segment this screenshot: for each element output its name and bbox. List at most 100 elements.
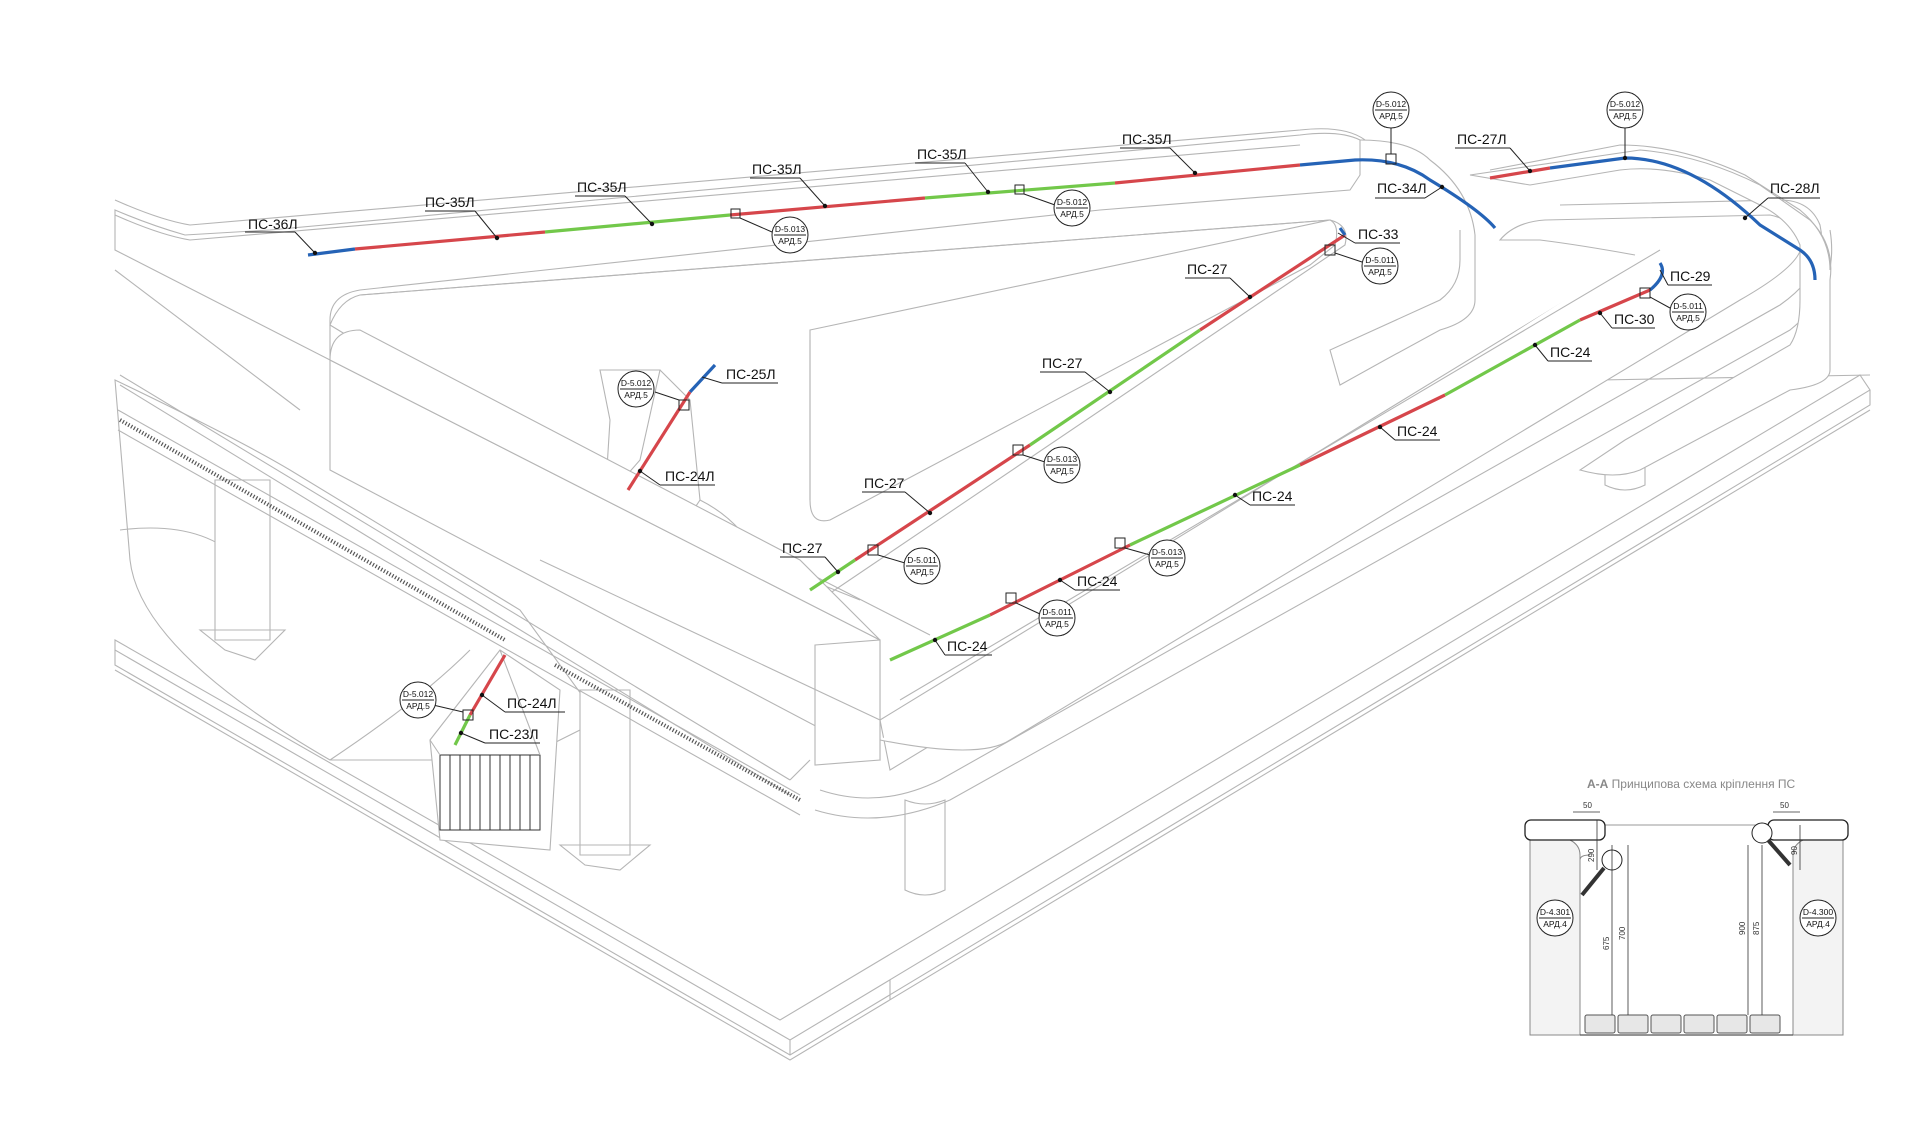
section-title: А-А Принципова схема кріплення ПС: [1587, 777, 1796, 791]
rail-green-24a: [1444, 318, 1581, 397]
rail-red-27L: [1489, 166, 1551, 180]
label-ps-24-e: ПС-24: [947, 638, 988, 654]
rail-green-35d: [924, 181, 1116, 200]
rail-red-30: [1579, 288, 1651, 322]
svg-text:700: 700: [1618, 926, 1627, 940]
rail-red-35e: [1114, 163, 1301, 185]
section-tag-right: D-4.300 АРД.4: [1799, 899, 1837, 937]
rail-green-35b: [544, 213, 731, 234]
rail-green-24e: [889, 613, 991, 662]
label-ps-36l: ПС-36Л: [248, 216, 298, 232]
svg-text:290: 290: [1587, 848, 1596, 862]
svg-text:АРД.5: АРД.5: [1045, 619, 1069, 629]
svg-text:90: 90: [1790, 846, 1799, 855]
rail-green-24c: [1129, 463, 1301, 547]
rail-red-27: [854, 443, 1031, 562]
svg-text:АРД.5: АРД.5: [1155, 559, 1179, 569]
label-ps-29: ПС-29: [1670, 268, 1711, 284]
central-ramp: [329, 219, 1347, 636]
label-ps-35l-e: ПС-35Л: [1122, 131, 1172, 147]
rail-red-33: [1199, 233, 1346, 332]
svg-text:АРД.5: АРД.5: [1050, 466, 1074, 476]
label-ps-24l-b: ПС-24Л: [507, 695, 557, 711]
label-ps-24-c: ПС-24: [1252, 488, 1293, 504]
label-ps-35l-b: ПС-35Л: [577, 179, 627, 195]
detail-callouts: D-5.013 АРД.5 D-5.012 АРД.5 D-5.012 АРД.…: [399, 91, 1707, 721]
rail-red-24L: [626, 391, 692, 491]
label-ps-30: ПС-30: [1614, 311, 1655, 327]
rail-red-35a: [354, 230, 546, 251]
label-ps-24-d: ПС-24: [1077, 573, 1118, 589]
rail-blue-33: [1338, 227, 1347, 236]
entry-gate: [429, 649, 561, 851]
svg-text:D-5.012: D-5.012: [621, 378, 652, 388]
diagonal-deck: [119, 329, 881, 796]
svg-text:D-5.013: D-5.013: [1047, 454, 1078, 464]
label-ps-27-d: ПС-27: [782, 540, 823, 556]
svg-text:АРД.5: АРД.5: [1379, 111, 1403, 121]
rail-blue-34: [1299, 158, 1497, 230]
svg-text:875: 875: [1752, 921, 1761, 935]
svg-text:АРД.5: АРД.5: [1368, 267, 1392, 277]
label-ps-24l-a: ПС-24Л: [665, 468, 715, 484]
support-columns: [198, 459, 1646, 896]
svg-text:675: 675: [1602, 936, 1611, 950]
svg-text:АРД.5: АРД.5: [778, 236, 802, 246]
callout-c3: D-5.012 АРД.5: [1372, 91, 1410, 129]
rail-green-27: [1029, 328, 1201, 447]
svg-text:АРД.4: АРД.4: [1543, 919, 1567, 929]
svg-text:D-5.013: D-5.013: [775, 224, 806, 234]
svg-text:АРД.5: АРД.5: [1060, 209, 1084, 219]
label-ps-33: ПС-33: [1358, 226, 1399, 242]
label-ps-24-a: ПС-24: [1550, 344, 1591, 360]
label-ps-35l-c: ПС-35Л: [752, 161, 802, 177]
svg-text:D-5.011: D-5.011: [907, 555, 937, 565]
right-loop-structure: [1329, 139, 1832, 476]
rail-green-27b: [809, 558, 856, 592]
label-ps-28l: ПС-28Л: [1770, 180, 1820, 196]
rail-blue-28: [1549, 156, 1817, 281]
svg-text:D-5.011: D-5.011: [1042, 607, 1072, 617]
svg-text:D-4.301: D-4.301: [1540, 907, 1571, 917]
svg-text:АРД.5: АРД.5: [1613, 111, 1637, 121]
label-ps-27-c: ПС-27: [864, 475, 905, 491]
rail-red-35c: [729, 196, 926, 217]
svg-text:D-5.011: D-5.011: [1365, 255, 1395, 265]
rail-red-24b: [1299, 393, 1446, 467]
callout-c7: D-5.012 АРД.5: [617, 370, 655, 408]
callout-c10: D-5.013 АРД.5: [1148, 539, 1186, 577]
svg-text:D-5.013: D-5.013: [1152, 547, 1183, 557]
rail-blue-29: [1648, 262, 1664, 292]
svg-text:АРД.4: АРД.4: [1806, 919, 1830, 929]
label-ps-27-b: ПС-27: [1042, 355, 1083, 371]
serrated-edge: [117, 409, 801, 816]
callout-c8: D-5.013 АРД.5: [1043, 446, 1081, 484]
svg-text:50: 50: [1583, 801, 1592, 810]
svg-text:D-5.012: D-5.012: [403, 689, 434, 699]
upper-deck: [114, 128, 1366, 411]
svg-text:АРД.5: АРД.5: [406, 701, 430, 711]
label-ps-27-a: ПС-27: [1187, 261, 1228, 277]
svg-text:D-5.012: D-5.012: [1610, 99, 1641, 109]
label-ps-24-b: ПС-24: [1397, 423, 1438, 439]
svg-text:АРД.5: АРД.5: [624, 390, 648, 400]
callout-c5: D-5.011 АРД.5: [1361, 247, 1399, 285]
segment-labels: ПС-36Л ПС-35Л ПС-35Л ПС-35Л ПС-35Л ПС-35…: [245, 131, 1820, 744]
label-ps-35l-a: ПС-35Л: [425, 194, 475, 210]
svg-text:АРД.5: АРД.5: [1676, 313, 1700, 323]
section-tag-left: D-4.301 АРД.4: [1536, 899, 1574, 937]
callout-c2: D-5.012 АРД.5: [1053, 189, 1091, 227]
base-platform: [114, 374, 1871, 1061]
label-ps-35l-d: ПС-35Л: [917, 146, 967, 162]
svg-text:D-5.012: D-5.012: [1057, 197, 1088, 207]
callout-c4: D-5.012 АРД.5: [1606, 91, 1644, 129]
svg-text:D-5.011: D-5.011: [1673, 301, 1703, 311]
ground-slab: [114, 379, 601, 761]
rail-blue-25L: [688, 363, 717, 394]
callout-c9: D-5.011 АРД.5: [903, 547, 941, 585]
label-ps-27l: ПС-27Л: [1457, 131, 1507, 147]
svg-text:50: 50: [1780, 801, 1789, 810]
svg-text:900: 900: [1738, 921, 1747, 935]
